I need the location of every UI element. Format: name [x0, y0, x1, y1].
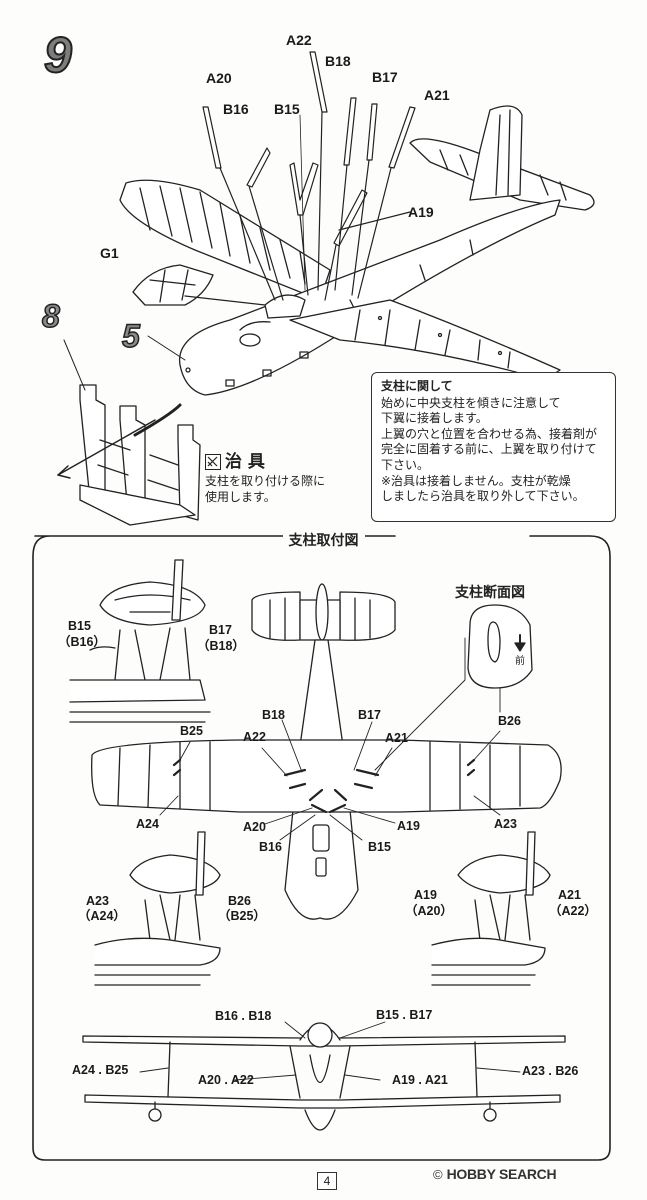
label-b26-plan: B26	[498, 714, 521, 728]
note-line: 下さい。	[381, 457, 430, 472]
label-a22: A22	[286, 32, 312, 48]
label-b16-inset: （B16）	[58, 635, 106, 649]
label-a22-plan: A22	[243, 730, 266, 744]
upper-wing	[119, 179, 331, 301]
label-a21-plan: A21	[385, 731, 408, 745]
watermark: © HOBBY SEARCH	[433, 1166, 557, 1182]
label-b18: B18	[325, 53, 351, 69]
label-b17-inset: B17	[209, 623, 232, 637]
note-line: 下翼に接着します。	[381, 411, 488, 426]
label-b26-inset: B26	[228, 894, 251, 908]
watermark-logo: HOBBY SEARCH	[446, 1166, 557, 1182]
label-a19: A19	[408, 204, 434, 220]
tail-assembly	[409, 105, 595, 211]
strut-diagram-title: 支柱取付図	[0, 530, 647, 550]
copyright-mark: ©	[433, 1166, 443, 1182]
label-b17-plan: B17	[358, 708, 381, 722]
note-line: 完全に固着する前に、上翼を取り付けて	[381, 442, 597, 457]
label-a24-plan: A24	[136, 817, 159, 831]
label-a21-inset: A21	[558, 888, 581, 902]
label-a20-plan: A20	[243, 820, 266, 834]
label-a23-inset: A23	[86, 894, 109, 908]
label-b16: B16	[223, 101, 249, 117]
label-a23-b26-front: A23 . B26	[522, 1064, 579, 1078]
inset-lower-left	[94, 831, 221, 986]
note-line: ※治具は接着しません。支柱が乾燥	[381, 473, 571, 488]
jig-desc-1: 支柱を取り付ける際に	[205, 474, 326, 488]
label-a20-inset: （A20）	[405, 904, 453, 918]
label-b16-plan: B16	[259, 840, 282, 854]
front-view-aircraft	[82, 1022, 566, 1131]
jig-desc-2: 使用します。	[205, 490, 276, 504]
strut-note-box: 支柱に関して 始めに中央支柱を傾きに注意して 下翼に接着します。 上翼の穴と位置…	[371, 372, 616, 522]
label-b16-b18-front: B16 . B18	[215, 1009, 272, 1023]
ref-step-5: 5	[121, 318, 140, 354]
section-bubble	[467, 604, 533, 689]
label-a23-plan: A23	[494, 817, 517, 831]
strut-parts	[202, 51, 416, 301]
label-b15-plan: B15	[368, 840, 391, 854]
label-g1: G1	[100, 245, 119, 261]
canopy-part	[132, 264, 266, 306]
label-a19-plan: A19	[397, 819, 420, 833]
label-a19-inset: A19	[414, 888, 437, 902]
jig-part	[79, 384, 201, 526]
strut-section-title: 支柱断面図	[455, 585, 525, 601]
jig-title: 治 具	[225, 452, 265, 472]
label-a21: A21	[424, 87, 450, 103]
label-b15-inset: B15	[68, 619, 91, 633]
label-b18-inset: （B18）	[197, 639, 245, 653]
fuselage	[178, 199, 561, 396]
label-b17: B17	[372, 69, 398, 85]
ref-step-8: 8	[41, 298, 60, 334]
label-b15-b17-front: B15 . B17	[376, 1008, 433, 1022]
label-a20: A20	[206, 70, 232, 86]
note-line: 始めに中央支柱を傾きに注意して	[381, 395, 561, 410]
inset-top-left	[69, 559, 211, 723]
label-a24-inset: （A24）	[78, 909, 126, 923]
label-b25-plan: B25	[180, 724, 203, 738]
page-number: 4	[317, 1172, 337, 1190]
label-a19-a21-front: A19 . A21	[392, 1073, 448, 1087]
step-number: 9	[43, 27, 73, 83]
jig-icon	[205, 454, 221, 470]
label-b15: B15	[274, 101, 300, 117]
label-a24-b25-front: A24 . B25	[72, 1063, 129, 1077]
jig-note: 治 具 支柱を取り付ける際に 使用します。	[205, 454, 325, 505]
label-a22-inset: （A22）	[549, 904, 597, 918]
label-a20-a22-front: A20 . A22	[198, 1073, 254, 1087]
label-b25-inset: （B25）	[218, 909, 266, 923]
front-mark: 前	[515, 656, 525, 667]
label-b18-plan: B18	[262, 708, 285, 722]
note-line: しましたら治具を取り外して下さい。	[381, 489, 585, 504]
inset-lower-right	[431, 831, 551, 986]
plan-view-aircraft	[91, 583, 562, 920]
note-line: 上翼の穴と位置を合わせる為、接着剤が	[381, 426, 598, 441]
plan-struts	[172, 758, 476, 814]
note-title: 支柱に関して	[381, 379, 453, 393]
